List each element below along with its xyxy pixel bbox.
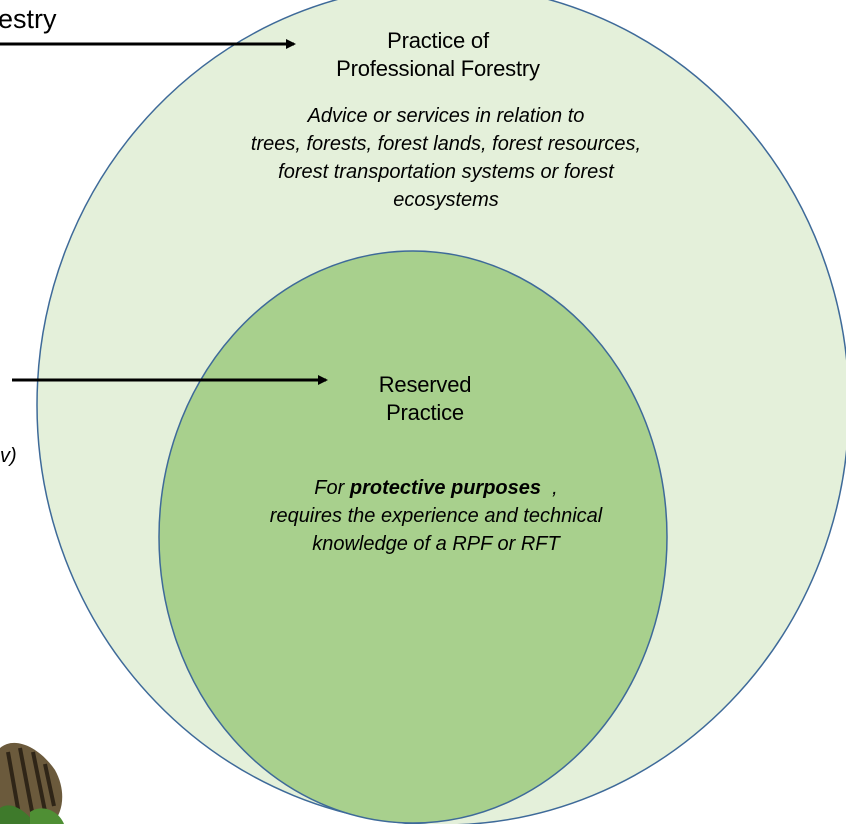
outer-title: Practice of Professional Forestry xyxy=(288,27,588,83)
inner-description-highlight: protective purposes xyxy=(349,477,542,499)
inner-description-line2: requires the experience and technical xyxy=(269,505,603,527)
inner-circle-reserved-practice xyxy=(158,250,668,824)
inner-description-prefix: For xyxy=(314,477,350,499)
outer-description: Advice or services in relation to trees,… xyxy=(186,102,706,214)
outer-title-line2: Professional Forestry xyxy=(336,56,540,81)
outer-description-line2: trees, forests, forest lands, forest res… xyxy=(250,133,642,155)
cropped-left-label: estry xyxy=(0,4,57,34)
inner-title-line1: Reserved xyxy=(378,372,472,397)
inner-description-line3: knowledge of a RPF or RFT xyxy=(312,533,560,555)
outer-description-line3: forest transportation systems or forest xyxy=(278,161,614,183)
outer-description-line1: Advice or services in relation to xyxy=(307,105,585,127)
cropped-left-italic-fragment: v) xyxy=(0,445,17,467)
inner-description-suffix: , xyxy=(541,477,558,499)
inner-description-line1: For protective purposes , xyxy=(236,474,636,502)
inner-description: For protective purposes , requires the e… xyxy=(236,474,636,558)
outer-description-line4: ecosystems xyxy=(393,189,499,211)
inner-title-line2: Practice xyxy=(386,400,464,425)
outer-title-line1: Practice of xyxy=(387,28,489,53)
inner-title: Reserved Practice xyxy=(325,371,525,427)
cropped-illustration xyxy=(0,742,64,824)
